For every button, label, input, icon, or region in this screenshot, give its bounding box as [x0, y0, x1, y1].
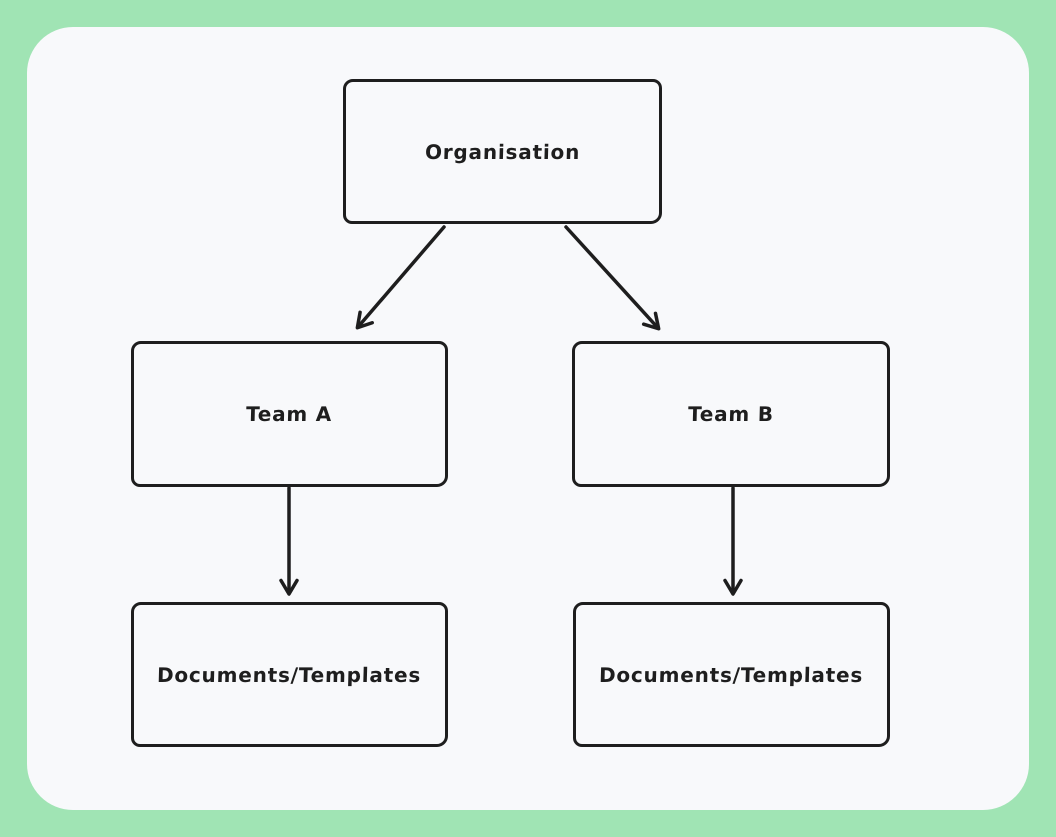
node-team-b: Team B [572, 341, 890, 487]
node-documents-a-label: Documents/Templates [157, 662, 422, 687]
node-team-a-label: Team A [246, 402, 333, 426]
node-organisation: Organisation [343, 79, 662, 224]
node-team-b-label: Team B [687, 402, 775, 426]
node-team-a: Team A [131, 341, 448, 487]
node-organisation-label: Organisation [424, 139, 581, 164]
node-documents-b-label: Documents/Templates [599, 662, 864, 687]
diagram-canvas [27, 27, 1029, 810]
node-documents-a: Documents/Templates [131, 602, 448, 747]
node-documents-b: Documents/Templates [573, 602, 890, 747]
